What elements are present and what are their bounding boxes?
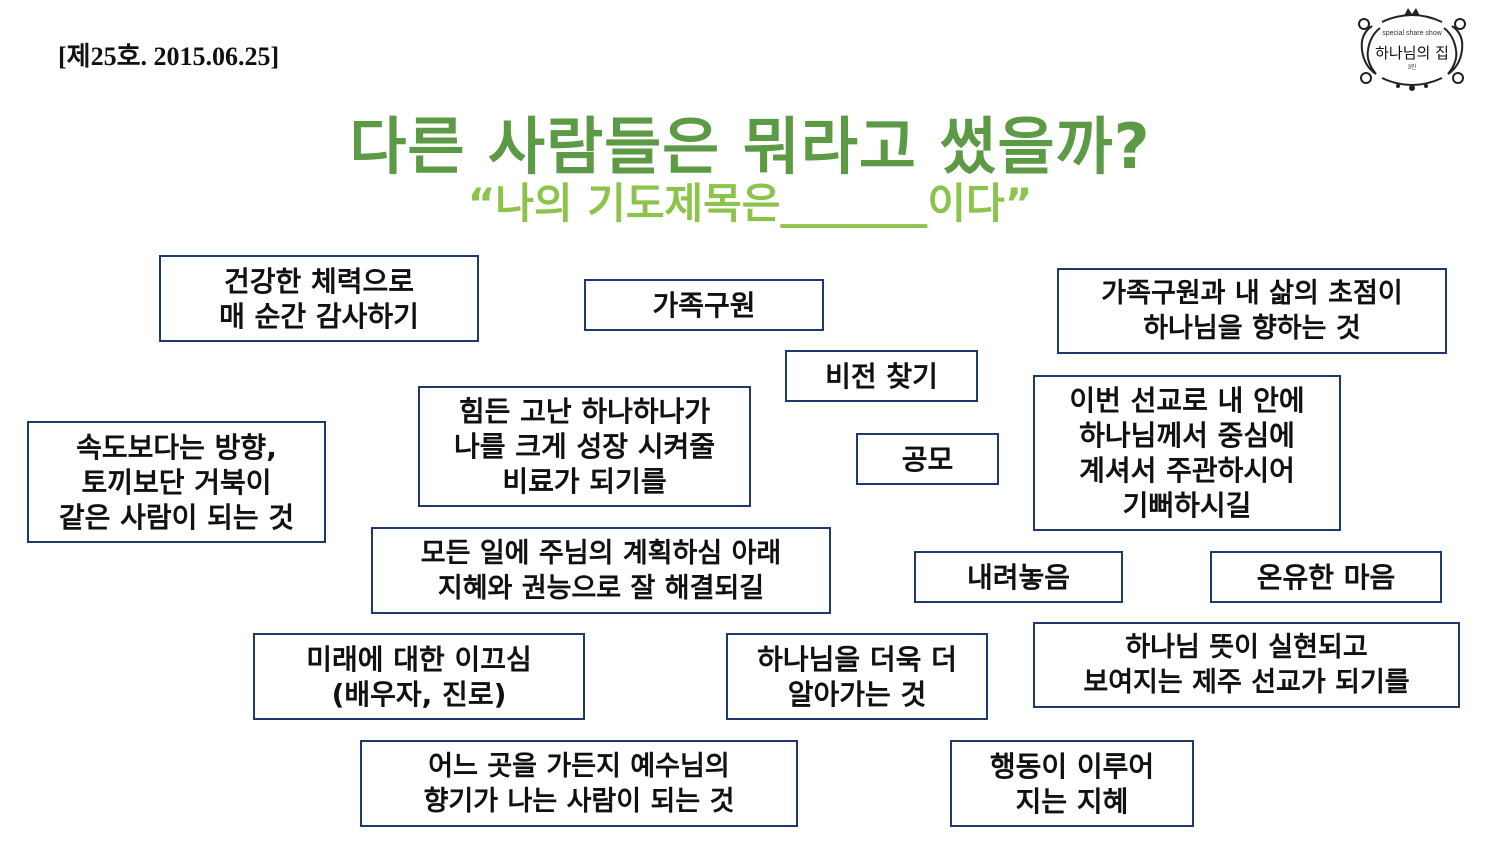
issue-label: [제25호. 2015.06.25] bbox=[58, 42, 280, 71]
ornament-frame-icon bbox=[1358, 8, 1466, 91]
prayer-card: 어느 곳을 가든지 예수님의 향기가 나는 사람이 되는 것 bbox=[360, 740, 798, 827]
logo-subtitle: special share show bbox=[1382, 30, 1442, 37]
prayer-card: 속도보다는 방향, 토끼보단 거북이 같은 사람이 되는 것 bbox=[27, 421, 326, 543]
prayer-card: 비전 찾기 bbox=[785, 350, 978, 402]
prayer-card: 온유한 마음 bbox=[1210, 551, 1442, 603]
page-subtitle: “나의 기도제목은_______이다” bbox=[467, 179, 1033, 228]
prayer-card: 힘든 고난 하나하나가 나를 크게 성장 시켜줄 비료가 되기를 bbox=[418, 386, 751, 507]
prayer-card: 모든 일에 주님의 계획하심 아래 지혜와 권능으로 잘 해결되길 bbox=[371, 527, 831, 614]
prayer-card: 공모 bbox=[856, 433, 999, 485]
logo-small-text: 3인 bbox=[1407, 65, 1417, 71]
prayer-card: 행동이 이루어 지는 지혜 bbox=[950, 740, 1194, 827]
logo-name: 하나님의 집 bbox=[1375, 44, 1449, 62]
prayer-card: 가족구원 bbox=[584, 279, 824, 331]
prayer-card: 미래에 대한 이끄심 (배우자, 진로) bbox=[253, 633, 585, 720]
prayer-card: 건강한 체력으로 매 순간 감사하기 bbox=[159, 255, 479, 342]
prayer-card: 내려놓음 bbox=[914, 551, 1123, 603]
logo: special share show 하나님의 집 3인 bbox=[1352, 4, 1472, 96]
page-title: 다른 사람들은 뭐라고 썼을까? bbox=[349, 110, 1151, 183]
prayer-card: 하나님을 더욱 더 알아가는 것 bbox=[726, 633, 988, 720]
prayer-card: 가족구원과 내 삶의 초점이 하나님을 향하는 것 bbox=[1057, 268, 1447, 354]
prayer-card: 하나님 뜻이 실현되고 보여지는 제주 선교가 되기를 bbox=[1033, 622, 1460, 708]
prayer-card: 이번 선교로 내 안에 하나님께서 중심에 계셔서 주관하시어 기뻐하시길 bbox=[1033, 375, 1341, 531]
